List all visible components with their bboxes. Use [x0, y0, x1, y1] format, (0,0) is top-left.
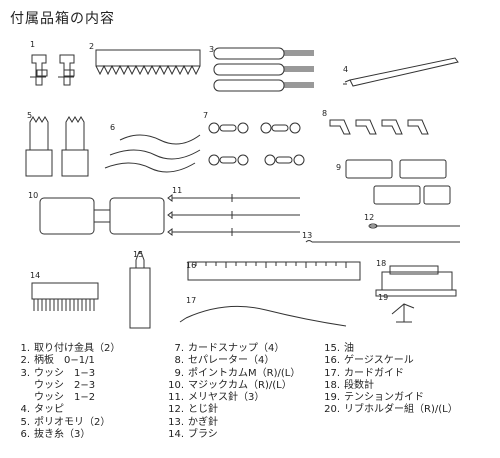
latch-needle-drawing: [167, 194, 300, 236]
fig-number-13: 13: [302, 231, 312, 240]
legend-item: 14.ブラシ: [168, 429, 218, 441]
comb-board-drawing: [95, 49, 201, 76]
fig-number-9: 9: [336, 163, 341, 172]
fig-number-4: 4: [343, 65, 348, 74]
fig-number-7: 7: [203, 111, 208, 120]
brush-drawing: [31, 282, 99, 311]
tapestry-needle-drawing: [368, 223, 460, 229]
fig-number-2: 2: [89, 42, 94, 51]
legend-item: 13.かぎ針: [168, 416, 218, 428]
fig-number-6: 6: [110, 123, 115, 132]
gauge-scale-drawing: [187, 261, 361, 281]
fig-number-12: 12: [364, 213, 374, 222]
crochet-hook-drawing: [305, 240, 460, 243]
transfer-tool-drawing: [213, 47, 314, 92]
accessory-illustration: 1 2 3 4 5 6 7 8 9 10 11 12 13 14 15 16 1…: [25, 40, 460, 329]
legend-column-left: 1.取り付け金具（2） 2.柄板 0−1/1 3.ウッシ 1−3 ウッシ 2−3…: [8, 343, 120, 441]
fig-number-19: 19: [378, 293, 388, 302]
card-snap-drawing: [208, 122, 305, 166]
legend-item: 16.ゲージスケール: [324, 355, 414, 367]
legend-item: 8.セパレーター（4）: [174, 355, 275, 367]
legend-column-middle: 7.カードスナップ（4） 8.セパレーター（4） 9.ポイントカムM（R)/(L…: [162, 343, 300, 441]
legend-item: 10.マジックカム（R)/(L）: [168, 379, 292, 391]
legend-item: 1.取り付け金具（2）: [20, 343, 121, 354]
fig-number-14: 14: [30, 271, 40, 280]
legend-item: 6.抜き糸（3）: [20, 429, 91, 441]
fig-number-1: 1: [30, 40, 35, 49]
legend-item: ウッシ 1−2: [34, 392, 96, 404]
page-title: 付属品箱の内容: [10, 11, 115, 27]
fig-number-10: 10: [28, 191, 38, 200]
fig-number-5: 5: [27, 111, 32, 120]
legend-item: 20.リブホルダー組（R)/(L）: [324, 404, 458, 416]
oil-bottle-drawing: [129, 251, 151, 329]
ravel-cord-drawing: [104, 134, 201, 173]
weight-drawing: [25, 116, 89, 177]
fig-number-17: 17: [186, 296, 196, 305]
legend-column-right: 15.油 16.ゲージスケール 17.カードガイド 18.段数計 19.テンショ…: [318, 343, 458, 417]
legend-item: 3.ウッシ 1−3: [20, 367, 96, 379]
legend-item: 11.メリヤス針（3）: [168, 392, 265, 404]
magic-cam-drawing: [39, 197, 165, 235]
fig-number-3: 3: [209, 45, 214, 54]
fig-number-8: 8: [322, 109, 327, 118]
legend-item: 7.カードスナップ（4）: [174, 343, 285, 354]
clamp-drawing: [30, 54, 75, 86]
legend-item: 12.とじ針: [168, 404, 218, 416]
legend-item: 19.テンションガイド: [324, 392, 424, 404]
card-guide-drawing: [179, 305, 347, 327]
legend-item: 15.油: [324, 343, 354, 354]
legend-item: 2.柄板 0−1/1: [20, 355, 95, 367]
point-cam-drawing: [345, 159, 451, 205]
legend-item: 5.ポリオモリ（2）: [20, 416, 111, 428]
legend-item: 17.カードガイド: [324, 367, 404, 379]
latch-tool-drawing: [343, 57, 459, 87]
row-counter-drawing: [375, 265, 457, 297]
tension-guide-drawing: [391, 303, 415, 323]
fig-number-11: 11: [172, 186, 182, 195]
legend-item: 18.段数計: [324, 379, 374, 391]
separator-drawing: [329, 119, 429, 135]
legend-item: 4.タッピ: [20, 404, 64, 416]
fig-number-18: 18: [376, 259, 386, 268]
fig-number-16: 16: [186, 261, 196, 270]
legend-item: ウッシ 2−3: [34, 379, 96, 391]
legend-item: 9.ポイントカムM（R)/(L）: [174, 367, 301, 379]
